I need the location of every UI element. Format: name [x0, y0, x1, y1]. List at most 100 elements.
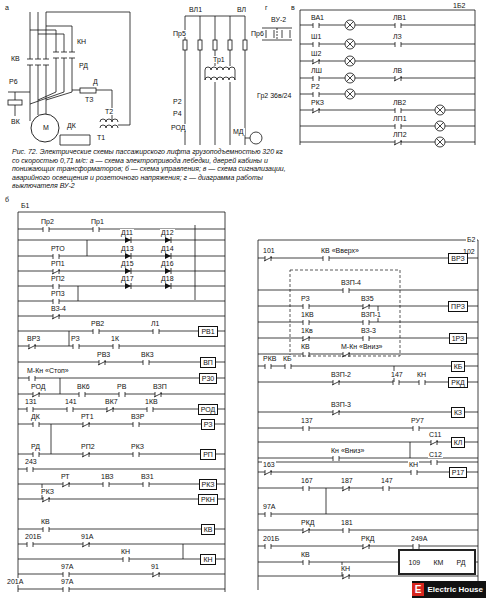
component-label: ДК — [30, 413, 41, 420]
rung-wire — [18, 331, 225, 332]
contact-gap — [133, 453, 139, 455]
component-label: ВЗП-4 — [340, 279, 362, 286]
wire — [130, 12, 131, 125]
relay-coil: РОД — [198, 404, 219, 415]
rung-wire — [300, 78, 475, 79]
lamp-symbol — [347, 22, 354, 29]
contact-gap — [313, 43, 319, 45]
contact-symbol — [401, 124, 402, 129]
contact-symbol — [52, 270, 60, 274]
contact-symbol — [333, 456, 334, 461]
motor-symbol — [31, 114, 59, 142]
rung-wire — [300, 25, 475, 26]
contact-gap — [303, 427, 309, 429]
contact-gap — [419, 381, 425, 383]
contact-symbol — [59, 254, 60, 259]
component-label: С11 — [428, 431, 442, 438]
diode-symbol — [165, 268, 171, 274]
contact-symbol — [399, 380, 400, 385]
contact-symbol — [265, 544, 266, 549]
component-label: ВК3 — [140, 351, 155, 358]
contact-symbol — [264, 471, 272, 475]
relay-coil: ПРЗ — [448, 301, 468, 312]
contact-gap — [303, 321, 309, 323]
rung-wire — [18, 256, 225, 257]
contact-symbol — [332, 411, 340, 415]
contact-symbol — [302, 529, 310, 533]
component-label: ВЗП — [152, 383, 168, 390]
component-label: Д13 — [120, 245, 135, 252]
lamp-symbol — [435, 105, 445, 115]
component-label: 141 — [64, 398, 78, 405]
component-label: КН — [120, 548, 131, 555]
lamp-symbol — [437, 139, 444, 146]
diode-symbol — [131, 237, 132, 243]
component-label: КВ «Вверх» — [320, 247, 360, 254]
component-label: ВЗП-1 — [360, 311, 382, 318]
contact-gap — [33, 453, 39, 455]
contact-symbol — [27, 59, 33, 60]
rung-wire — [18, 589, 225, 590]
contact-symbol — [332, 381, 340, 385]
jumper-wire — [78, 286, 79, 301]
rung-wire — [300, 44, 475, 45]
highlight-box: 109КМРД — [398, 549, 476, 575]
contact-symbol — [109, 482, 110, 487]
diode-symbol — [165, 253, 171, 259]
lamp-symbol — [345, 89, 355, 99]
contact-symbol — [69, 482, 70, 487]
component-label: РП2 — [50, 275, 66, 282]
lamp-symbol — [437, 123, 444, 130]
contact-symbol — [303, 426, 304, 431]
component-label: 1КВ — [144, 398, 159, 405]
component-label: Д12 — [160, 229, 175, 236]
wire — [30, 30, 56, 31]
component-label: КВ — [300, 551, 311, 558]
contact-symbol — [93, 329, 94, 334]
contact-symbol — [303, 320, 304, 325]
transformer-winding — [205, 67, 235, 70]
contact-gap — [395, 43, 401, 45]
node-text: КБ — [454, 363, 463, 370]
contact-gap — [113, 345, 119, 347]
relay-coil: ВП — [200, 357, 216, 368]
component-label: Б1 — [20, 202, 31, 209]
relay-coil: КН — [200, 554, 215, 565]
rung-wire — [258, 290, 478, 291]
component-label: 91 — [150, 563, 160, 570]
component-label: ЛШ — [310, 67, 323, 74]
contact-gap — [303, 305, 309, 307]
component-label: Пр5 — [172, 30, 187, 37]
component-label: 249А — [410, 535, 428, 542]
contact-gap — [303, 487, 309, 489]
logo-bar: EElectric House — [412, 581, 486, 598]
component-label: ВЗП-3 — [330, 401, 352, 408]
contact-symbol — [319, 92, 320, 97]
contact-gap — [383, 487, 389, 489]
contact-symbol — [33, 452, 34, 457]
contact-symbol — [425, 380, 426, 385]
contact-symbol — [271, 512, 272, 517]
contact-symbol — [395, 23, 396, 28]
switch-diagram — [266, 30, 267, 38]
contact-symbol — [49, 497, 50, 502]
contact-symbol — [264, 257, 272, 261]
contact-symbol — [27, 407, 28, 412]
component-label: 187 — [340, 477, 354, 484]
contact-symbol — [339, 456, 340, 461]
contact-symbol — [43, 59, 49, 60]
rung-wire — [258, 258, 478, 259]
contact-gap — [413, 545, 419, 547]
component-label: ВЛ1 — [188, 6, 203, 13]
component-label: Гр2 36в/24 — [256, 92, 292, 99]
diode-symbol — [125, 283, 131, 289]
contact-gap — [285, 365, 291, 367]
rung-wire — [18, 409, 225, 410]
fuse-symbol — [183, 40, 187, 50]
figure-caption: Рис. 72. Электрические схемы пассажирско… — [12, 148, 288, 191]
component-label: г — [264, 4, 269, 11]
contact-symbol — [401, 108, 402, 113]
wire — [46, 26, 72, 27]
contact-symbol — [437, 460, 438, 465]
wire — [8, 92, 30, 93]
